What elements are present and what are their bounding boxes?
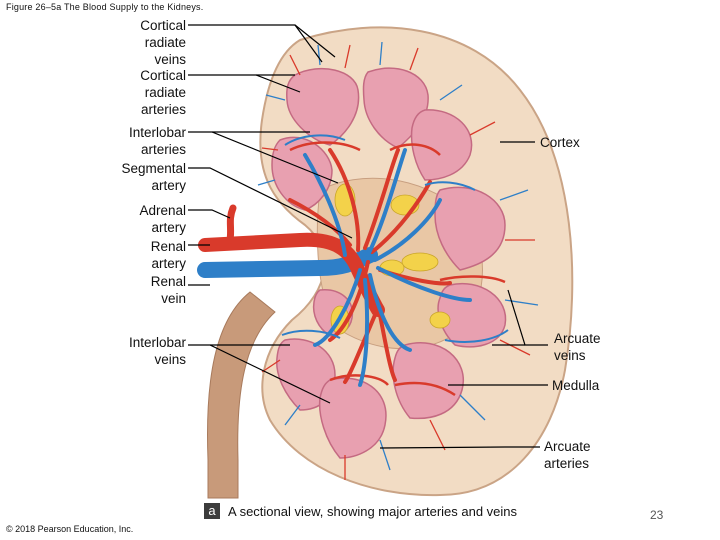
figure-caption: a A sectional view, showing major arteri… bbox=[204, 503, 517, 519]
label-cortical-radiate-arteries: Cortical radiate arteries bbox=[140, 67, 186, 118]
label-adrenal-artery: Adrenal artery bbox=[139, 202, 186, 236]
label-cortical-radiate-veins: Cortical radiate veins bbox=[140, 17, 186, 68]
copyright-notice: © 2018 Pearson Education, Inc. bbox=[6, 524, 133, 534]
label-arcuate-veins: Arcuate veins bbox=[554, 330, 601, 364]
label-interlobar-arteries: Interlobar arteries bbox=[129, 124, 186, 158]
page-number: 23 bbox=[650, 508, 663, 522]
label-cortex: Cortex bbox=[540, 134, 580, 151]
label-interlobar-veins: Interlobar veins bbox=[129, 334, 186, 368]
label-segmental-artery: Segmental artery bbox=[121, 160, 186, 194]
label-arcuate-arteries: Arcuate arteries bbox=[544, 438, 591, 472]
label-renal-artery: Renal artery bbox=[151, 238, 186, 272]
label-medulla: Medulla bbox=[552, 377, 599, 394]
caption-text: A sectional view, showing major arteries… bbox=[228, 504, 517, 519]
adrenal-artery bbox=[230, 208, 233, 240]
label-renal-vein: Renal vein bbox=[151, 273, 186, 307]
caption-panel-letter: a bbox=[204, 503, 220, 519]
